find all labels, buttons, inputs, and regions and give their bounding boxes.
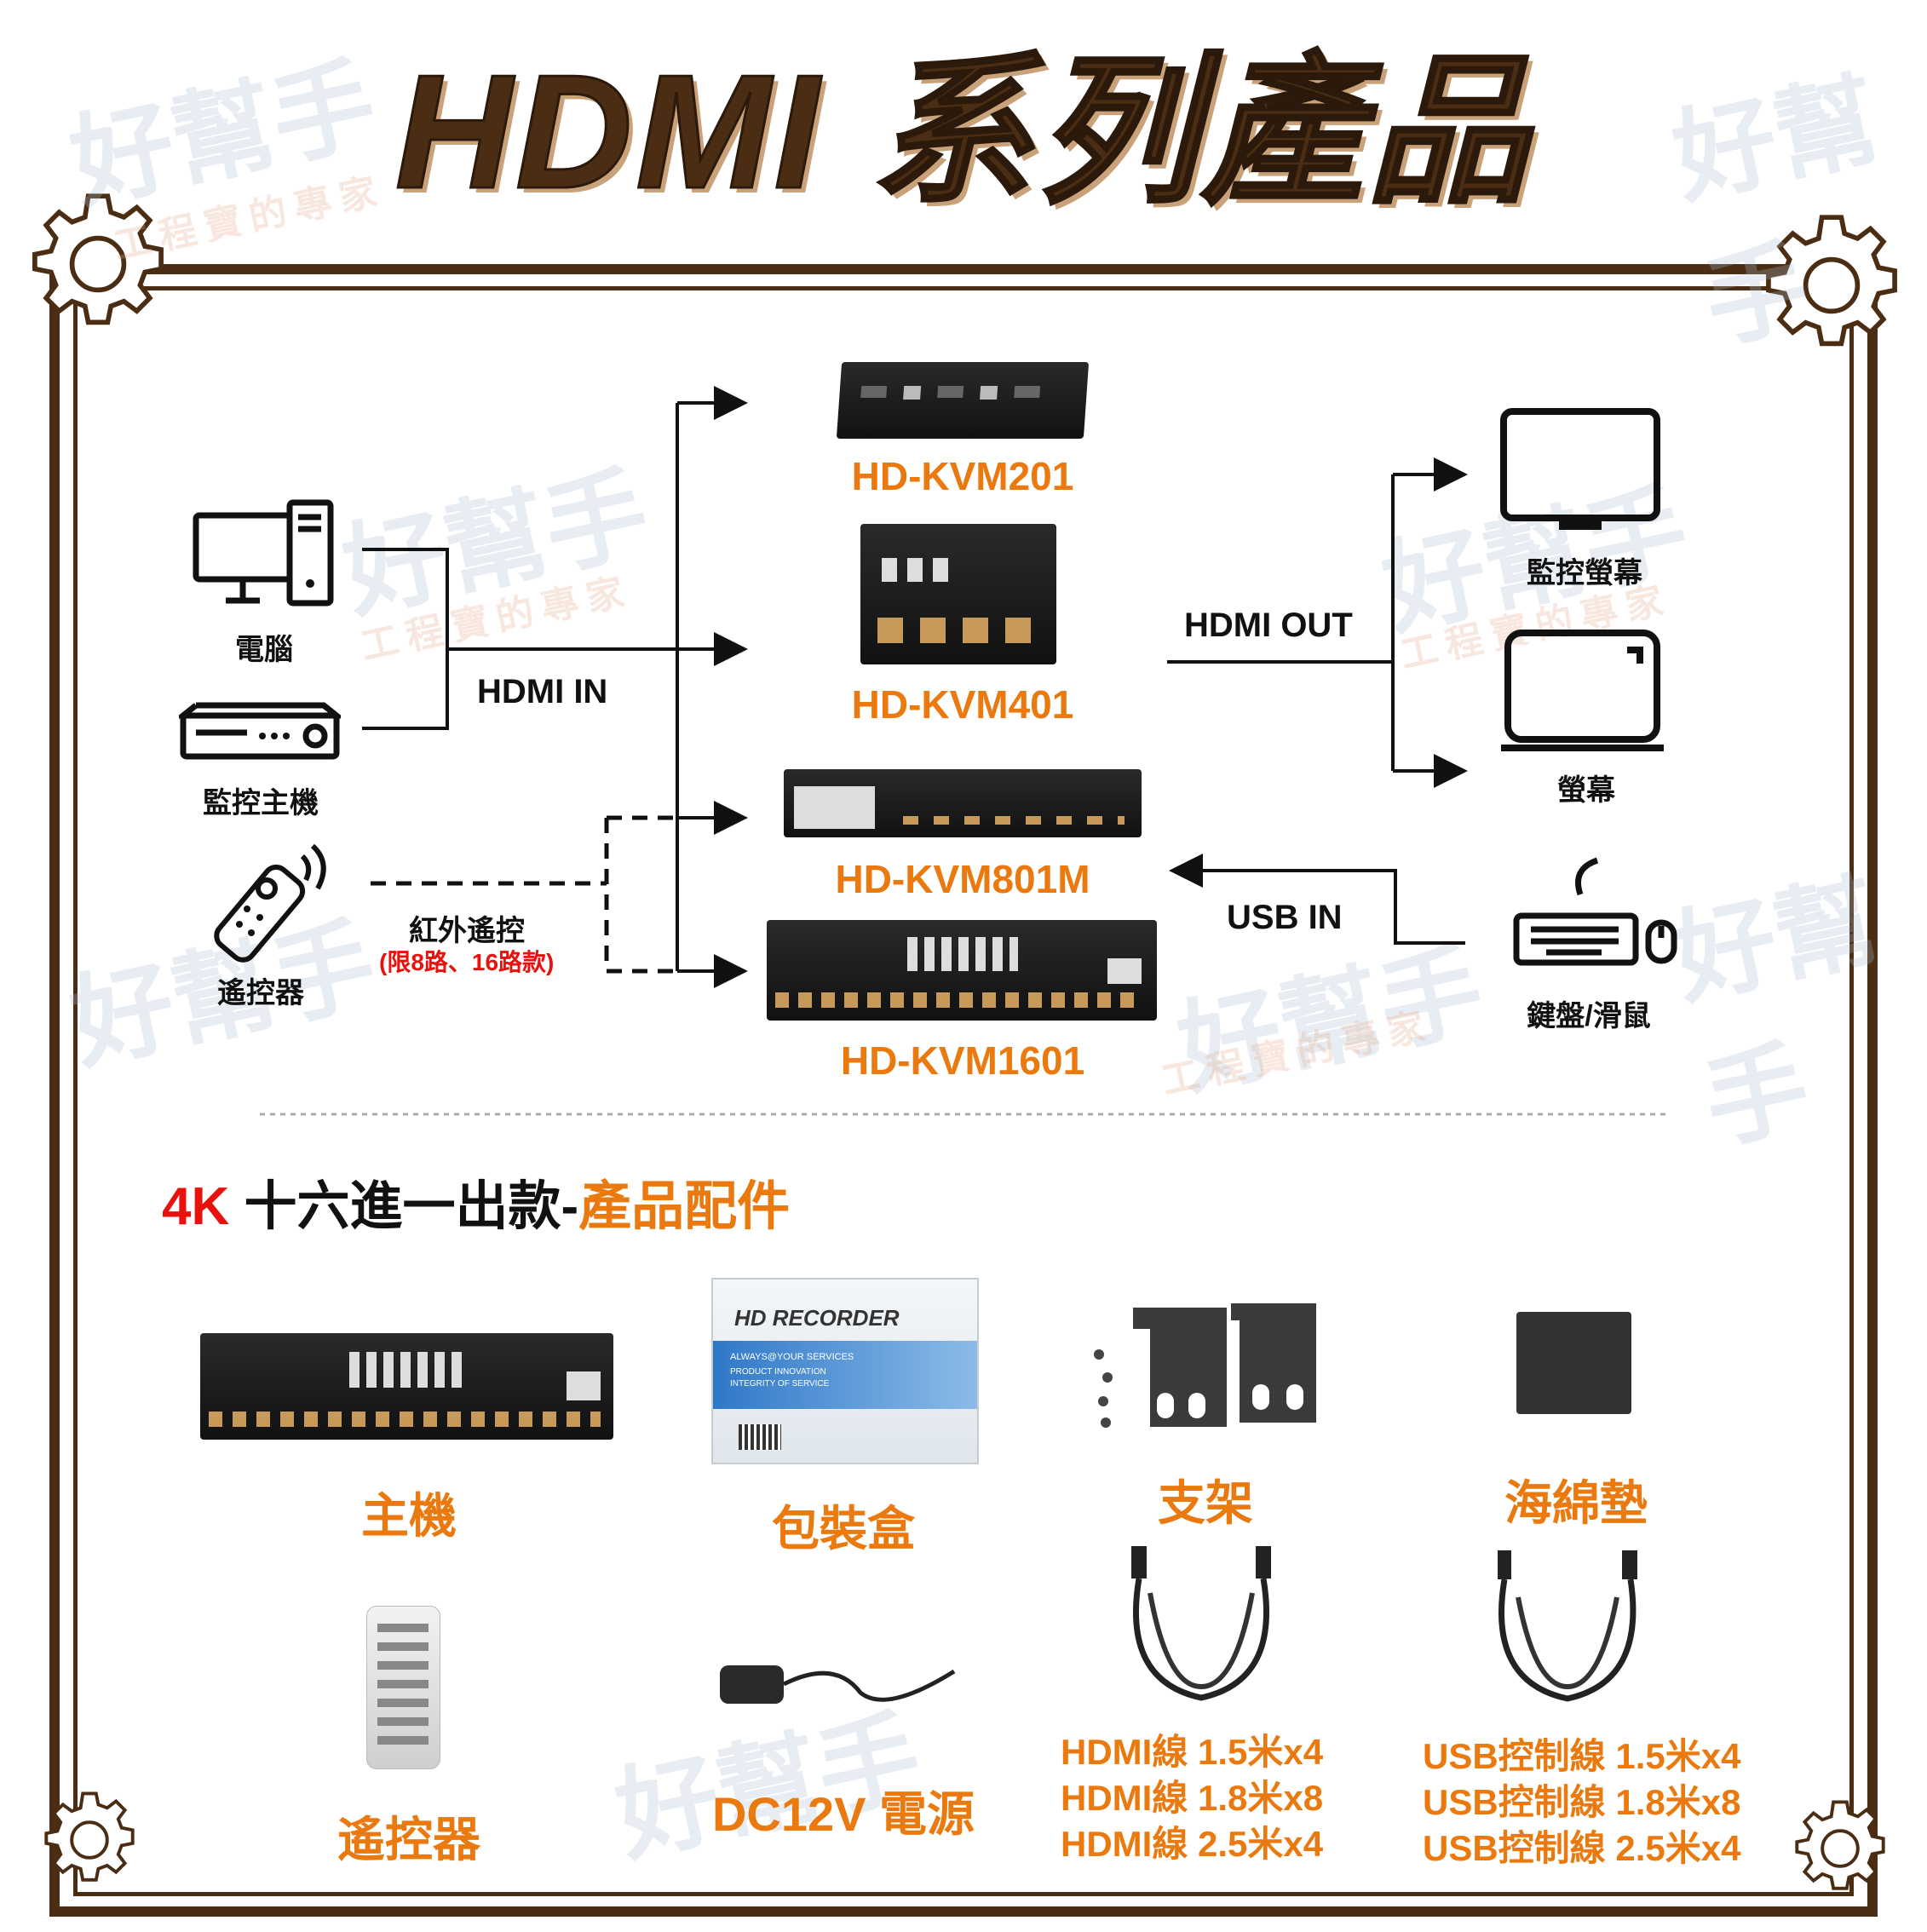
acc-power-label: DC12V 電源 <box>711 1787 975 1841</box>
outer-frame <box>49 264 1878 1917</box>
model-kvm1601: HD-KVM1601 <box>840 1038 1085 1083</box>
ir-label: 紅外遙控 <box>409 915 525 947</box>
monitor1-label: 監控螢幕 <box>1527 557 1642 589</box>
acc-host-label: 主機 <box>361 1489 457 1543</box>
acc-sponge-label: 海綿墊 <box>1504 1476 1648 1530</box>
hdmi-cable-2: HDMI線 1.8米x8 <box>1061 1778 1324 1818</box>
box-line3: INTEGRITY OF SERVICE <box>730 1379 830 1389</box>
gear-icon <box>44 1791 135 1882</box>
gear-icon <box>1766 215 1897 347</box>
keyboard-mouse-icon <box>1513 857 1677 966</box>
kvm801m-image <box>784 769 1142 837</box>
monitor-icon <box>1500 408 1660 530</box>
computer-label: 電腦 <box>235 634 293 666</box>
hdmi-out-label: HDMI OUT <box>1184 607 1353 644</box>
gear-icon <box>32 193 164 325</box>
bracket-image <box>1094 1303 1316 1428</box>
model-kvm401: HD-KVM401 <box>851 682 1074 727</box>
kvm201-image <box>836 362 1090 439</box>
model-kvm801m: HD-KVM801M <box>835 857 1090 901</box>
usb-cable-2: USB控制線 1.8米x8 <box>1423 1782 1741 1822</box>
monitor2-label: 螢幕 <box>1557 774 1615 807</box>
computer-icon <box>193 499 334 607</box>
acc-box-label: 包裝盒 <box>772 1502 915 1555</box>
inner-frame <box>73 286 1854 1896</box>
hdmi-cable-1: HDMI線 1.5米x4 <box>1061 1732 1324 1772</box>
page-title: HDMI 系列產品 <box>394 42 1533 222</box>
model-kvm201: HD-KVM201 <box>851 454 1074 498</box>
remote-label: 遙控器 <box>217 977 304 1009</box>
gear-icon <box>1795 1800 1885 1890</box>
dvr-icon <box>179 702 341 760</box>
heading-suffix: 產品配件 <box>578 1177 791 1236</box>
heading-middle: 十六進一出款- <box>229 1177 579 1236</box>
box-line2: PRODUCT INNOVATION <box>730 1367 826 1377</box>
box-image: HD RECORDER ALWAYS@YOUR SERVICES PRODUCT… <box>711 1278 979 1464</box>
hdmi-in-label: HDMI IN <box>477 673 608 710</box>
keyboard-label: 鍵盤/滑鼠 <box>1527 1000 1651 1032</box>
usb-cable-1: USB控制線 1.5米x4 <box>1423 1736 1741 1776</box>
kvm401-image <box>860 524 1056 664</box>
power-adapter-image <box>720 1665 956 1704</box>
usb-in-label: USB IN <box>1227 899 1343 936</box>
sponge-image <box>1516 1312 1631 1414</box>
heading-prefix: 4K <box>162 1177 230 1236</box>
dvr-label: 監控主機 <box>203 787 319 819</box>
usb-cable-3: USB控制線 2.5米x4 <box>1423 1828 1741 1868</box>
remote-image <box>366 1606 440 1769</box>
ir-note: (限8路、16路款) <box>379 949 555 975</box>
box-line1: ALWAYS@YOUR SERVICES <box>730 1352 854 1362</box>
hdmi-cable-image <box>1131 1546 1271 1701</box>
remote-icon <box>214 843 326 963</box>
acc-remote-label: 遙控器 <box>337 1813 480 1866</box>
host-image <box>200 1333 613 1440</box>
hdmi-cable-list: HDMI線 1.5米x4 HDMI線 1.8米x8 HDMI線 2.5米x4 <box>1061 1729 1323 1867</box>
accessories-heading: 4K 十六進一出款-產品配件 <box>162 1163 790 1239</box>
kvm1601-image <box>767 920 1157 1021</box>
box-brand: HD RECORDER <box>734 1305 900 1331</box>
usb-cable-list: USB控制線 1.5米x4 USB控制線 1.8米x8 USB控制線 2.5米x… <box>1423 1734 1740 1872</box>
usb-cable-image <box>1498 1550 1637 1702</box>
monitor-icon <box>1501 630 1664 751</box>
acc-bracket-label: 支架 <box>1158 1476 1253 1530</box>
hdmi-cable-3: HDMI線 2.5米x4 <box>1061 1824 1324 1864</box>
